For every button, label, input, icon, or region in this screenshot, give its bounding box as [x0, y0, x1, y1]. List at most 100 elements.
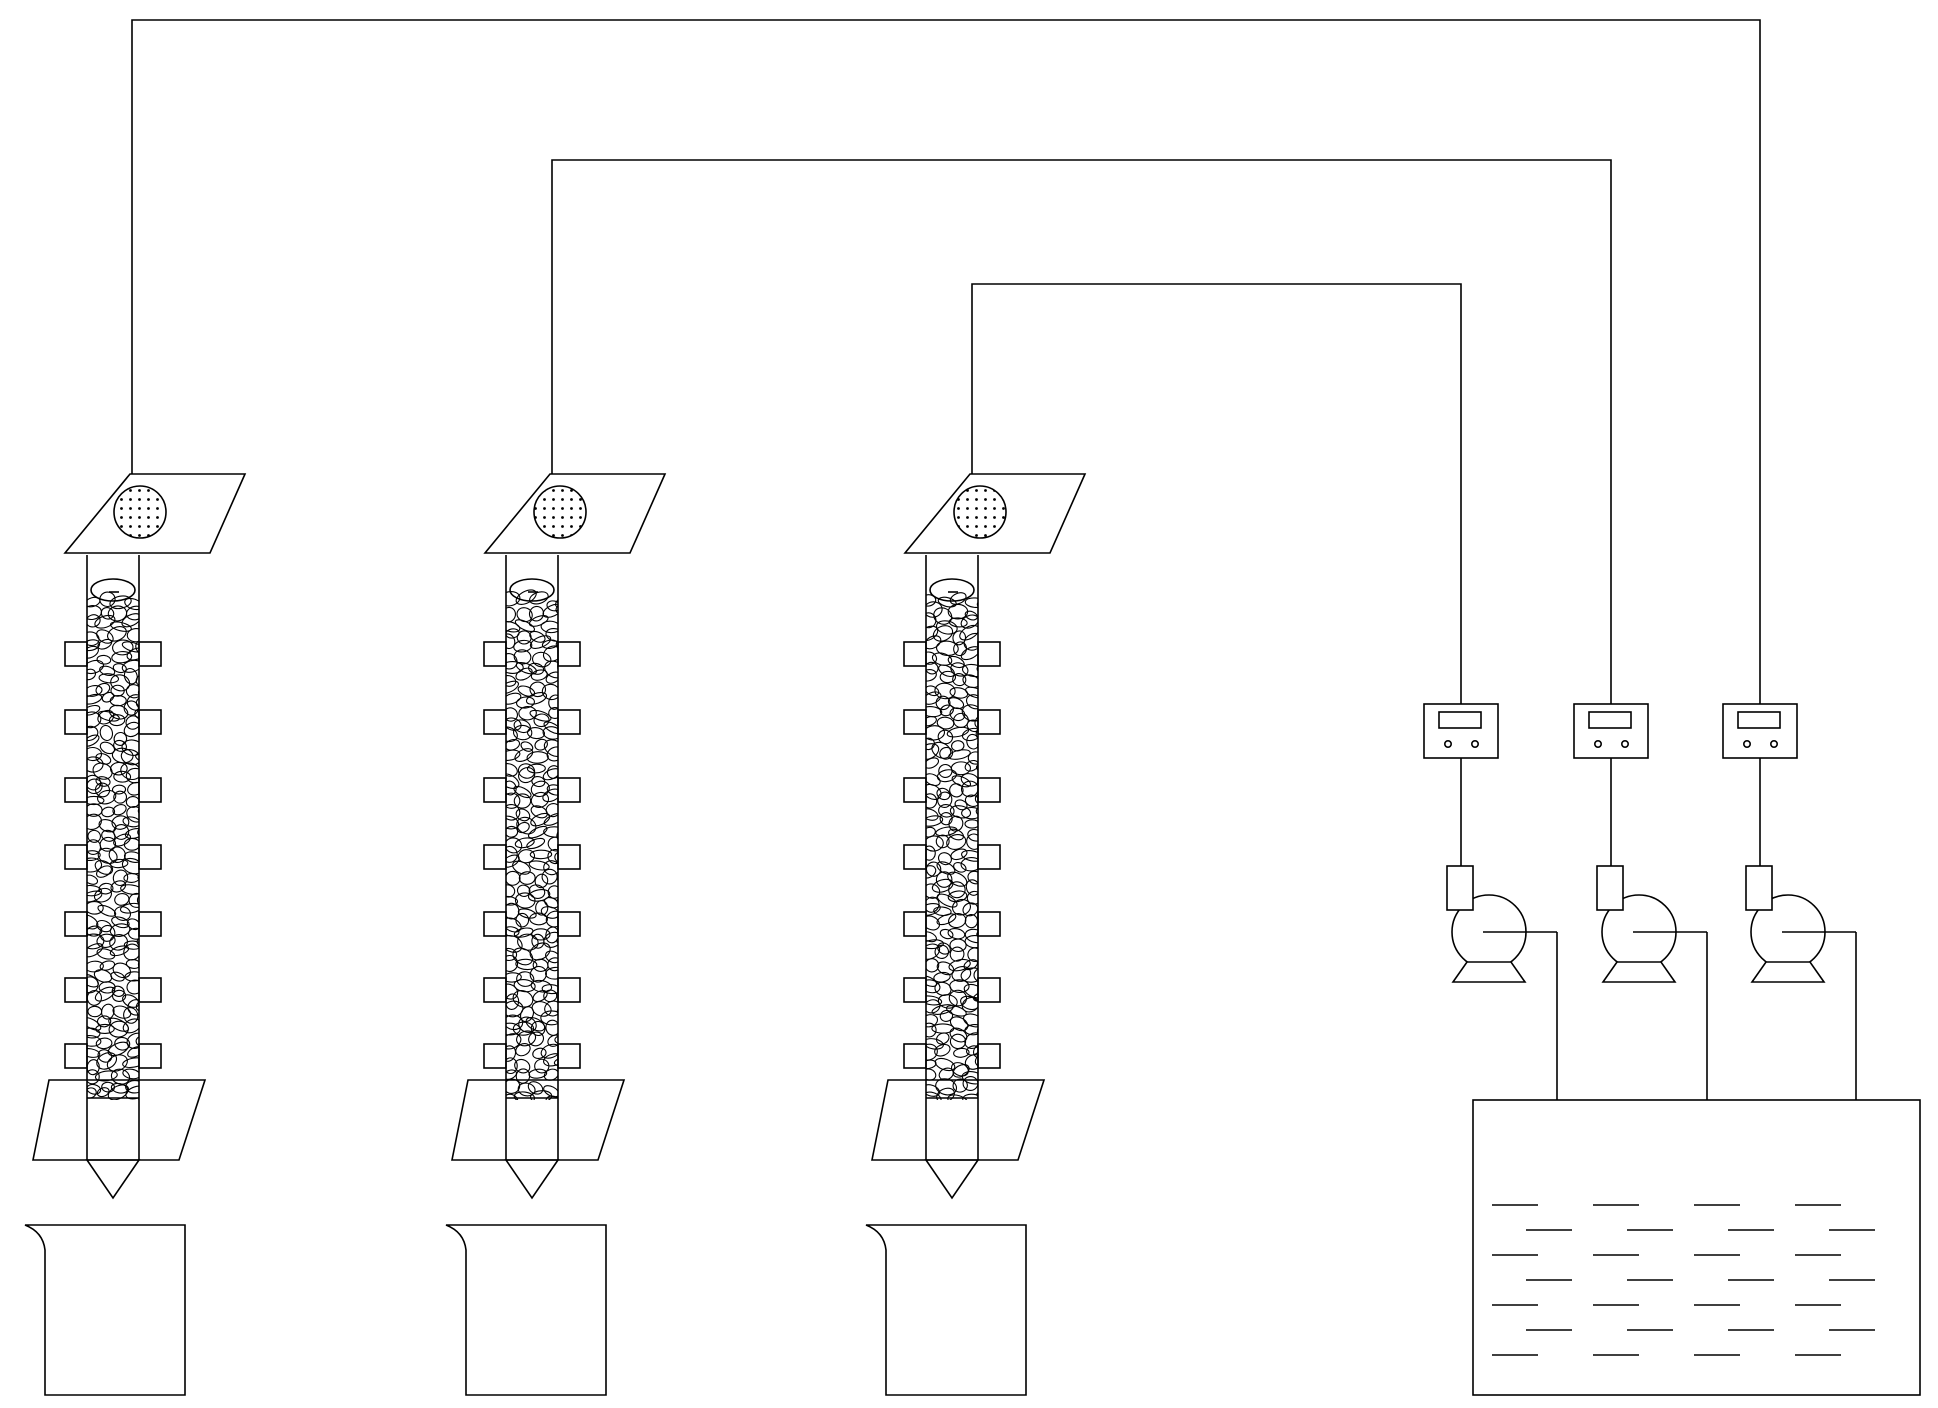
pump-inlet [1446, 865, 1474, 911]
sampling-port-right [138, 709, 162, 735]
bottom-plate [32, 1079, 207, 1161]
column-3 [871, 473, 1087, 1200]
beaker-outline [445, 1224, 607, 1396]
beakers-group [24, 1224, 1027, 1396]
sampling-port-left [483, 977, 507, 1003]
pump-1 [1446, 865, 1558, 1100]
sampling-port-right [977, 641, 1001, 667]
sampling-port-right [138, 911, 162, 937]
sampling-port-right [557, 911, 581, 937]
top-plate [483, 473, 667, 554]
columns-group [32, 473, 1087, 1200]
top-plate [63, 473, 247, 554]
beaker-1 [24, 1224, 186, 1396]
sampling-port-right [557, 977, 581, 1003]
column-2 [451, 473, 667, 1200]
sampling-port-right [138, 1043, 162, 1069]
bottom-plate [871, 1079, 1046, 1161]
pump-base [1601, 961, 1677, 983]
sampling-port-left [483, 1043, 507, 1069]
diffuser-disc [533, 485, 587, 539]
sampling-port-left [903, 911, 927, 937]
sampling-port-right [557, 709, 581, 735]
tube-top-ellipse [929, 578, 975, 602]
sampling-port-left [903, 641, 927, 667]
sampling-port-left [483, 709, 507, 735]
pump-inlet [1745, 865, 1773, 911]
reservoir-tank [1472, 1099, 1921, 1396]
sampling-port-left [903, 777, 927, 803]
controller-knob-right [1621, 739, 1630, 748]
gravel-packing [926, 592, 978, 1100]
outlet-cone [504, 1159, 560, 1200]
sampling-port-left [64, 709, 88, 735]
sampling-port-right [138, 977, 162, 1003]
sampling-port-right [977, 1043, 1001, 1069]
pump-3 [1745, 865, 1857, 1100]
gravel-packing [506, 589, 558, 1100]
sampling-port-left [64, 911, 88, 937]
pump-2 [1596, 865, 1708, 1100]
sampling-port-right [557, 641, 581, 667]
sampling-port-right [557, 1043, 581, 1069]
top-plate [903, 473, 1087, 554]
sampling-port-left [903, 709, 927, 735]
sampling-port-left [64, 1043, 88, 1069]
beaker-2 [445, 1224, 607, 1396]
controller-knob-right [1471, 739, 1480, 748]
feed-line-column-3 [971, 283, 1462, 704]
diffuser-disc [113, 485, 167, 539]
feed-lines [131, 19, 1761, 704]
outlet-cone [85, 1159, 141, 1200]
sampling-port-left [903, 977, 927, 1003]
sampling-port-right [977, 977, 1001, 1003]
tube-top-ellipse [90, 578, 136, 602]
sampling-port-left [483, 641, 507, 667]
diffuser-disc [953, 485, 1007, 539]
flow-controller-1 [1423, 703, 1499, 866]
liquid-surface-lines [1492, 1204, 1875, 1356]
controller-display [1588, 711, 1632, 729]
outlet-cone [924, 1159, 980, 1200]
feed-line-column-1 [131, 19, 1761, 704]
sampling-port-left [483, 911, 507, 937]
beaker-outline [865, 1224, 1027, 1396]
controller-knob-right [1770, 739, 1779, 748]
sampling-port-right [977, 911, 1001, 937]
pump-base [1750, 961, 1826, 983]
beaker-3 [865, 1224, 1027, 1396]
sampling-port-right [977, 709, 1001, 735]
beaker-outline [24, 1224, 186, 1396]
feed-line-column-2 [551, 159, 1612, 704]
flow-controller-3 [1722, 703, 1798, 866]
sampling-port-left [64, 977, 88, 1003]
sampling-port-left [64, 844, 88, 870]
pump-inlet [1596, 865, 1624, 911]
sampling-port-left [483, 844, 507, 870]
liquid-reservoir [1472, 1099, 1921, 1396]
sampling-port-right [557, 844, 581, 870]
controller-knob-left [1594, 739, 1603, 748]
controllers-group [1423, 703, 1798, 866]
controller-display [1438, 711, 1482, 729]
pumps-group [1446, 865, 1857, 1100]
flow-controller-2 [1573, 703, 1649, 866]
sampling-port-right [557, 777, 581, 803]
sampling-port-right [138, 641, 162, 667]
sampling-port-left [64, 777, 88, 803]
bottom-plate [451, 1079, 626, 1161]
sampling-port-right [138, 844, 162, 870]
sampling-port-right [138, 777, 162, 803]
sampling-port-left [903, 1043, 927, 1069]
controller-knob-left [1444, 739, 1453, 748]
sampling-port-left [903, 844, 927, 870]
sampling-port-right [977, 844, 1001, 870]
controller-display [1737, 711, 1781, 729]
sampling-port-left [64, 641, 88, 667]
column-1 [32, 473, 247, 1200]
pump-base [1451, 961, 1527, 983]
sampling-port-right [977, 777, 1001, 803]
controller-knob-left [1743, 739, 1752, 748]
